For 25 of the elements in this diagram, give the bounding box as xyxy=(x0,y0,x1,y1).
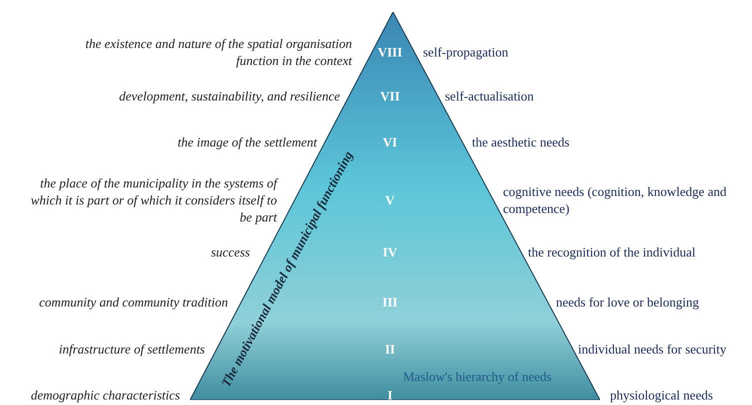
left-level-text: success xyxy=(210,244,250,260)
right-level-text: physiological needs xyxy=(610,386,714,404)
right-level-text: needs for love or belonging xyxy=(556,294,700,310)
level-numeral: IV xyxy=(382,243,398,262)
left-level-text: infrastructure of settlements xyxy=(58,340,205,358)
left-level-text: the existence and nature of the spatial organisation function in the context xyxy=(84,35,352,69)
right-level-text: the recognition of the individual xyxy=(528,244,697,260)
level-numeral: VIII xyxy=(378,43,402,62)
left-level-text: the place of the municipality in the systems of which it is part or of which it considers itself to be part xyxy=(30,174,277,226)
right-level-text: the aesthetic needs xyxy=(472,134,570,150)
right-level-text: individual needs for security xyxy=(578,340,728,358)
right-level-text: cognitive needs (cognition, knowledge and competence) xyxy=(503,183,728,217)
left-level-text: demographic characteristics xyxy=(30,386,180,404)
level-numeral: V xyxy=(385,191,395,210)
pyramid-caption: Maslow's hierarchy of needs xyxy=(403,368,552,386)
level-numeral: III xyxy=(382,293,398,312)
level-numeral: I xyxy=(387,386,393,404)
level-numeral: VII xyxy=(380,87,400,106)
level-numeral: VI xyxy=(382,133,398,152)
left-level-text: the image of the settlement xyxy=(176,134,317,150)
right-level-text: self-propagation xyxy=(423,44,510,60)
right-level-text: self-actualisation xyxy=(445,88,535,104)
level-numeral: II xyxy=(384,340,396,358)
left-level-text: community and community tradition xyxy=(38,294,228,310)
left-level-text: development, sustainability, and resilience xyxy=(118,88,340,104)
